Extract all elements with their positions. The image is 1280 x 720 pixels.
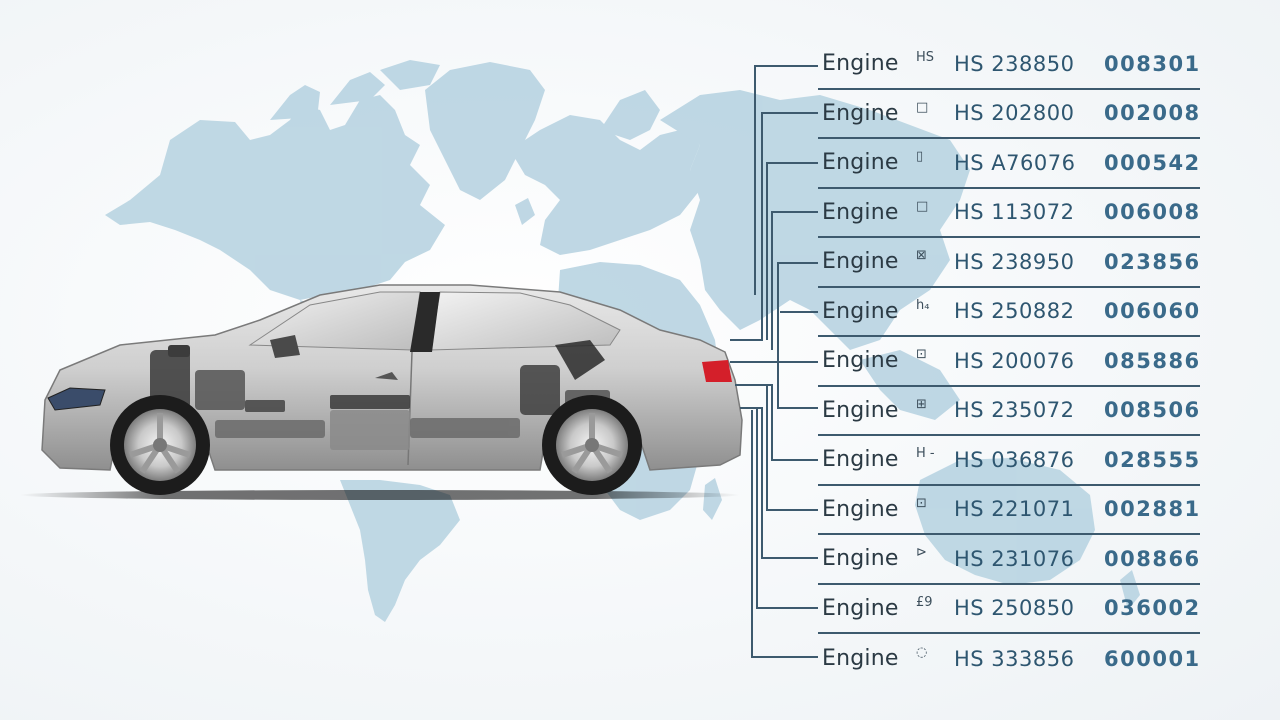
part-code: 008866 bbox=[1104, 546, 1201, 571]
component-name: Engine bbox=[822, 546, 899, 572]
part-code: 600001 bbox=[1104, 646, 1201, 671]
car-b-pillar bbox=[410, 292, 440, 352]
part-code: 006060 bbox=[1104, 299, 1201, 324]
component-marker-icon: HS bbox=[916, 50, 935, 66]
hs-code: HS 200076 bbox=[954, 348, 1075, 373]
scandinavia-shape bbox=[600, 90, 660, 140]
hs-code: HS 235072 bbox=[954, 398, 1075, 423]
car-door-handle bbox=[375, 372, 398, 380]
table-row: Engine ⊞ HS 235072 008506 bbox=[818, 387, 1201, 436]
part-code: 002881 bbox=[1104, 497, 1201, 522]
hs-code: HS 036876 bbox=[954, 447, 1075, 472]
table-row: Engine H - HS 036876 028555 bbox=[818, 436, 1200, 486]
table-row: Engine □ HS 202800 002008 bbox=[818, 90, 1201, 139]
component-name: Engine bbox=[822, 348, 899, 374]
australia-shape bbox=[915, 458, 1095, 585]
component-marker-icon: ⊞ bbox=[916, 396, 927, 412]
component-name: Engine bbox=[822, 595, 899, 621]
table-row: Engine HS HS 238850 008301 bbox=[818, 40, 1200, 90]
component-name: Engine bbox=[822, 298, 899, 324]
component-marker-icon: ⊠ bbox=[916, 248, 927, 264]
europe-shape bbox=[510, 115, 700, 255]
component-marker-icon: ▯ bbox=[916, 149, 924, 165]
table-row: Engine ◌ HS 333856 600001 bbox=[818, 634, 1200, 684]
component-name: Engine bbox=[822, 496, 899, 522]
hs-code: HS A76076 bbox=[954, 150, 1076, 175]
new-zealand-shape bbox=[1120, 570, 1140, 610]
table-row: Engine □ HS 113072 006008 bbox=[818, 189, 1201, 238]
part-code: 085886 bbox=[1104, 348, 1201, 373]
component-marker-icon: ◌ bbox=[916, 645, 928, 661]
table-row: Engine h₄ HS 250882 006060 bbox=[818, 288, 1201, 337]
car-shadow bbox=[20, 490, 740, 500]
table-row: Engine ⊠ HS 238950 023856 bbox=[818, 238, 1200, 288]
car-headlight bbox=[47, 387, 106, 411]
component-name: Engine bbox=[822, 150, 899, 176]
rear-wheel bbox=[542, 395, 642, 495]
table-row: Engine ⊡ HS 200076 085886 bbox=[818, 337, 1200, 387]
component-marker-icon: □ bbox=[916, 99, 929, 115]
component-name: Engine bbox=[822, 51, 899, 77]
hs-code: HS 333856 bbox=[954, 646, 1075, 671]
component-name: Engine bbox=[822, 447, 899, 473]
table-row: Engine ⊡ HS 221071 002881 bbox=[818, 486, 1201, 535]
component-name: Engine bbox=[822, 100, 899, 126]
hs-code: HS 250850 bbox=[954, 596, 1075, 621]
component-marker-icon: ⊡ bbox=[916, 495, 927, 511]
part-code: 008301 bbox=[1104, 51, 1201, 76]
table-row: Engine ▯ HS A76076 000542 bbox=[818, 139, 1200, 189]
north-america-shape bbox=[105, 95, 445, 300]
hs-code: HS 202800 bbox=[954, 101, 1075, 126]
part-code: 006008 bbox=[1104, 200, 1201, 225]
component-marker-icon: £9 bbox=[916, 594, 933, 610]
engine-hs-code-table: Engine HS HS 238850 008301 Engine □ HS 2… bbox=[818, 40, 1200, 684]
hs-code: HS 221071 bbox=[954, 497, 1075, 522]
component-name: Engine bbox=[822, 646, 899, 672]
component-marker-icon: □ bbox=[916, 198, 929, 214]
table-row: Engine ⊳ HS 231076 008866 bbox=[818, 535, 1200, 585]
part-code: 028555 bbox=[1104, 447, 1201, 472]
chassis-components bbox=[215, 395, 520, 450]
hs-code: HS 238850 bbox=[954, 51, 1075, 76]
greenland-shape bbox=[425, 62, 545, 200]
component-marker-icon: H - bbox=[916, 446, 935, 462]
arctic-islands-shape bbox=[270, 60, 440, 120]
component-marker-icon: ⊡ bbox=[916, 347, 927, 363]
part-code: 002008 bbox=[1104, 101, 1201, 126]
table-row: Engine £9 HS 250850 036002 bbox=[818, 585, 1201, 634]
component-name: Engine bbox=[822, 397, 899, 423]
component-name: Engine bbox=[822, 199, 899, 225]
south-america-shape bbox=[340, 480, 460, 622]
part-code: 008506 bbox=[1104, 398, 1201, 423]
car-tail-light bbox=[702, 360, 732, 382]
component-marker-icon: ⊳ bbox=[916, 545, 927, 561]
madagascar-shape bbox=[703, 478, 722, 520]
hs-code: HS 250882 bbox=[954, 299, 1075, 324]
hs-code: HS 231076 bbox=[954, 546, 1075, 571]
part-code: 036002 bbox=[1104, 596, 1201, 621]
part-code: 000542 bbox=[1104, 150, 1201, 175]
part-code: 023856 bbox=[1104, 249, 1201, 274]
car-mirror bbox=[270, 335, 300, 358]
front-wheel bbox=[110, 395, 210, 495]
hs-code: HS 238950 bbox=[954, 249, 1075, 274]
component-marker-icon: h₄ bbox=[916, 297, 930, 313]
engine-bay-components bbox=[150, 345, 245, 410]
hs-code: HS 113072 bbox=[954, 200, 1075, 225]
component-name: Engine bbox=[822, 249, 899, 275]
british-isles-shape bbox=[515, 198, 535, 225]
